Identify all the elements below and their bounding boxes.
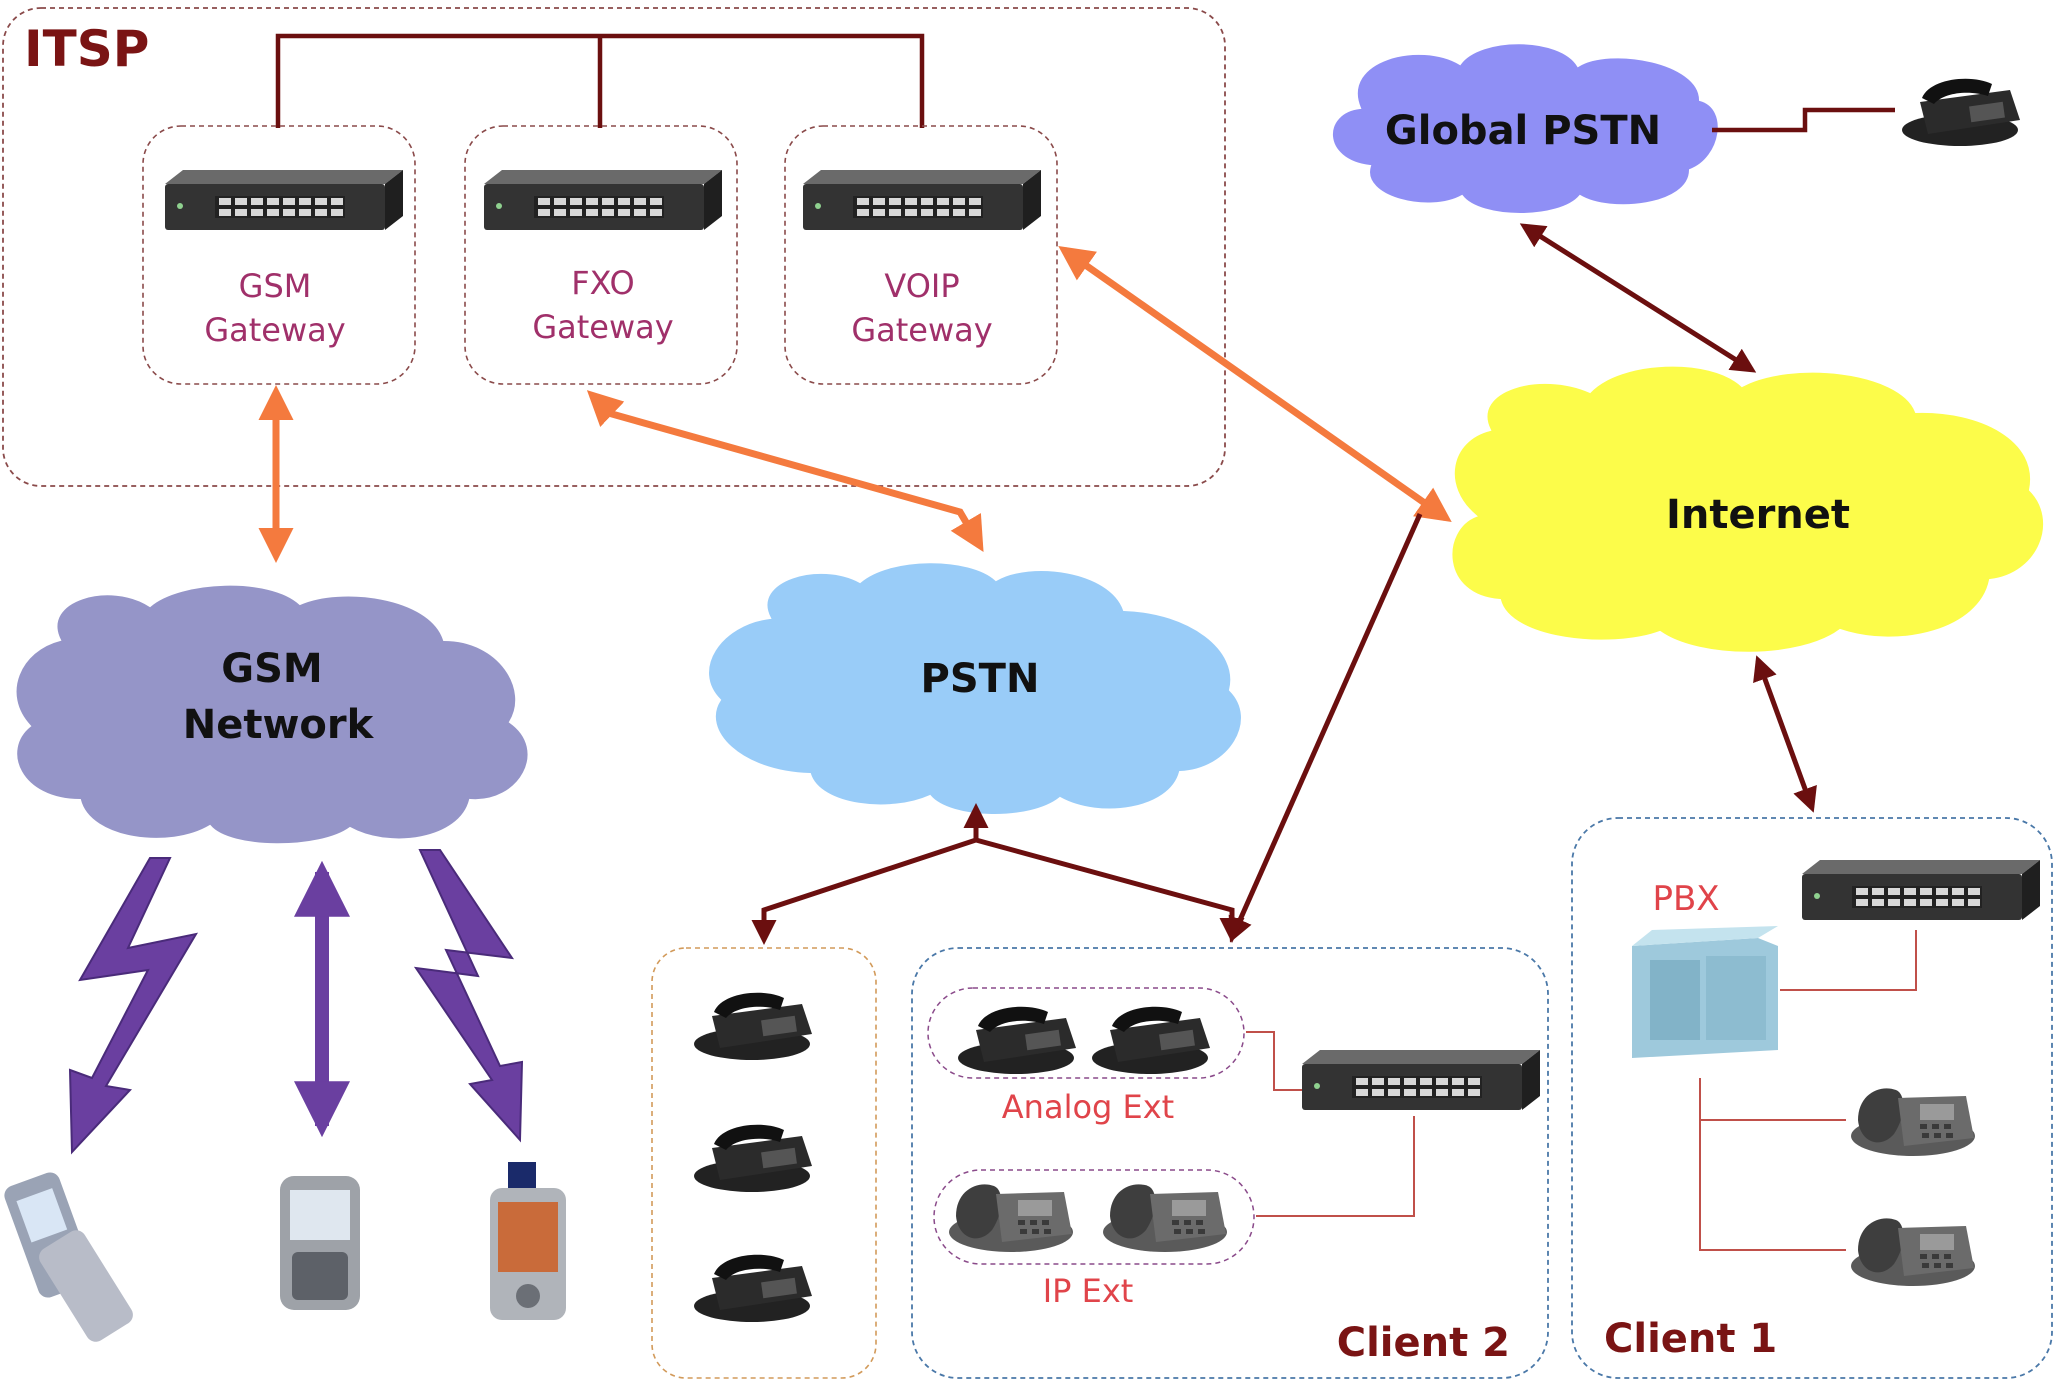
global-pstn-cloud: Global PSTN xyxy=(1331,42,1720,215)
smartphone-icon xyxy=(280,1176,360,1310)
client1-switch xyxy=(1802,860,2040,920)
client2-container: Analog Ext IP Ext Client 2 xyxy=(911,947,1549,1379)
gsm-network-label-1: GSM xyxy=(221,646,322,692)
pstn-cloud: PSTN xyxy=(707,561,1243,817)
pstn-phone-icon-2 xyxy=(694,1124,812,1192)
global-pstn-phone-icon xyxy=(1902,78,2020,146)
global-pstn-label: Global PSTN xyxy=(1385,108,1661,154)
client2-title: Client 2 xyxy=(1337,1320,1510,1366)
itsp-title: ITSP xyxy=(24,20,149,78)
lightning-arrow-right xyxy=(413,849,524,1143)
lightning-arrow-left xyxy=(68,857,199,1155)
internet-to-client1-arrow xyxy=(1753,655,1817,813)
internet-to-client2-arrow xyxy=(1228,512,1423,943)
voip-gateway-label-2: Gateway xyxy=(851,311,992,349)
pbx-label: PBX xyxy=(1652,879,1719,919)
pda-phone-icon xyxy=(490,1162,566,1320)
pbx-icon xyxy=(1632,926,1778,1058)
internet-label: Internet xyxy=(1666,492,1850,538)
voip-gateway: VOIP Gateway xyxy=(784,125,1058,385)
fxo-gateway-to-pstn-arrow xyxy=(586,390,984,553)
pstn-label: PSTN xyxy=(921,656,1040,702)
pstn-phones-container xyxy=(651,947,877,1379)
analog-ext-label: Analog Ext xyxy=(1002,1088,1174,1126)
gsm-wireless-arrows xyxy=(68,849,524,1155)
ip-ext-label: IP Ext xyxy=(1043,1272,1134,1310)
fxo-gateway-label-1: FXO xyxy=(571,264,634,302)
fxo-gateway-label-2: Gateway xyxy=(532,308,673,346)
voip-gateway-label-1: VOIP xyxy=(884,267,959,305)
flip-phone-icon xyxy=(4,1172,133,1342)
voip-gateway-to-internet-arrow xyxy=(1058,245,1452,523)
gsm-network-label-2: Network xyxy=(183,702,375,748)
pstn-to-phones-arrow xyxy=(751,803,989,945)
pstn-to-client2-arrow xyxy=(975,837,1245,943)
ip-ext-connector xyxy=(1256,1116,1415,1217)
analog-ext-connector xyxy=(1246,1031,1302,1091)
gsm-gateway-label-2: Gateway xyxy=(204,311,345,349)
ip-phone-icon-2 xyxy=(1103,1184,1227,1252)
analog-phone-icon-1 xyxy=(958,1006,1076,1074)
global-pstn-to-internet-arrow xyxy=(1519,223,1757,373)
pbx-to-phones-line xyxy=(1699,1078,1846,1251)
client2-switch xyxy=(1302,1050,1540,1110)
internet-cloud: Internet xyxy=(1450,364,2046,654)
pstn-phone-icon-3 xyxy=(694,1254,812,1322)
gsm-gateway: GSM Gateway xyxy=(142,125,416,385)
analog-ext-group xyxy=(927,987,1245,1079)
client1-ip-phone-icon-2 xyxy=(1851,1218,1975,1286)
client1-ip-phone-icon-1 xyxy=(1851,1088,1975,1156)
analog-phone-icon-2 xyxy=(1092,1006,1210,1074)
pbx-to-switch-line xyxy=(1780,930,1917,991)
voip-gateway-device xyxy=(803,170,1041,230)
fxo-gateway-device xyxy=(484,170,722,230)
gsm-gateway-label-1: GSM xyxy=(239,267,312,305)
ip-phone-icon-1 xyxy=(949,1184,1073,1252)
pstn-phone-icon-1 xyxy=(694,992,812,1060)
fxo-gateway: FXO Gateway xyxy=(464,125,738,385)
gsm-network-cloud: GSM Network xyxy=(14,583,530,846)
client1-container: PBX Client 1 xyxy=(1571,817,2053,1379)
gsm-gateway-device xyxy=(165,170,403,230)
global-pstn-phone-line xyxy=(1712,107,1895,133)
client1-title: Client 1 xyxy=(1604,1316,1777,1362)
ip-ext-group xyxy=(933,1169,1255,1265)
